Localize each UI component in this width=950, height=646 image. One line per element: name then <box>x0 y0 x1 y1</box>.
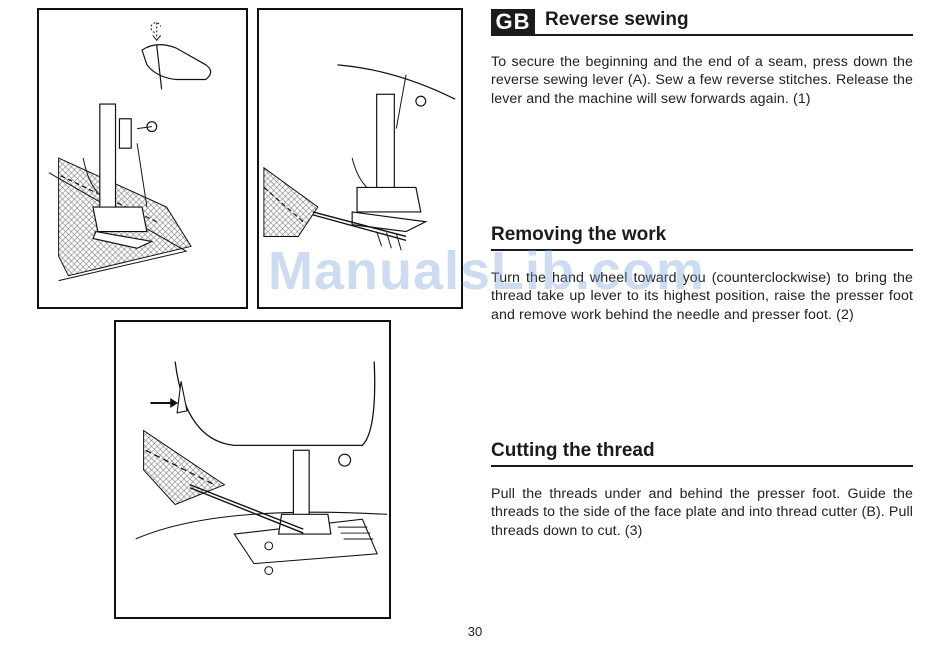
section-divider <box>491 249 913 251</box>
page-number: 30 <box>467 624 483 639</box>
paragraph-reverse-sewing: To secure the beginning and the end of a… <box>491 54 913 107</box>
illustration-removing-work <box>257 8 463 309</box>
language-badge: GB <box>491 9 535 34</box>
removing-work-drawing <box>263 64 456 251</box>
heading-cutting-thread: Cutting the thread <box>491 440 655 461</box>
section-divider <box>491 34 913 36</box>
reverse-lever-drawing <box>48 22 212 282</box>
section-divider <box>491 465 913 467</box>
cutting-thread-drawing <box>135 361 388 575</box>
heading-removing-work: Removing the work <box>491 224 667 245</box>
heading-reverse-sewing: Reverse sewing <box>545 9 689 30</box>
paragraph-cutting-thread: Pull the threads under and behind the pr… <box>491 486 913 539</box>
paragraph-removing-work: Turn the hand wheel toward you (counterc… <box>491 270 913 323</box>
illustration-reverse-sewing <box>37 8 248 309</box>
illustration-cutting-thread <box>114 320 391 619</box>
